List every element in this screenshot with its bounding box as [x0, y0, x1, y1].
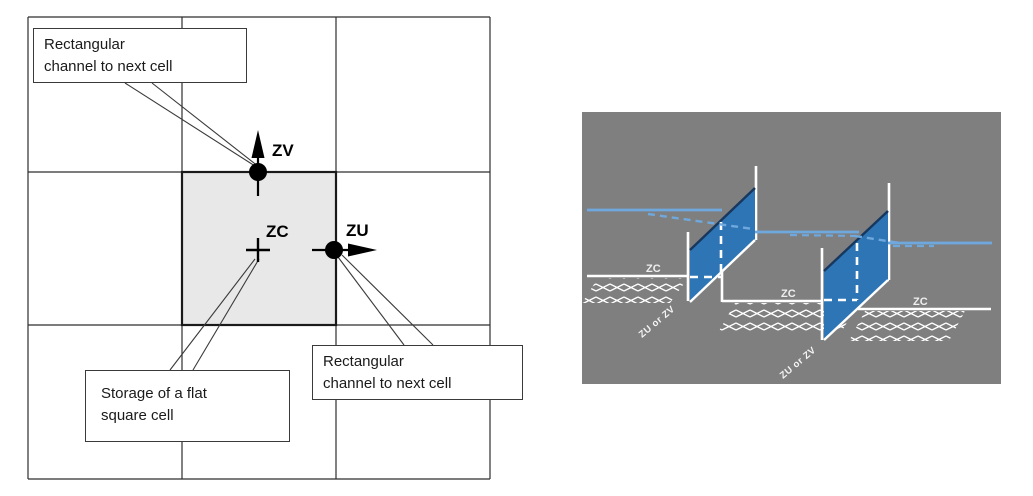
weir2-bottom-edge: [823, 279, 889, 341]
zu-label: ZU: [346, 221, 369, 240]
zc-label-1: ZC: [646, 263, 661, 275]
zv-node: ZV: [249, 130, 294, 196]
leader-bottom-a: [169, 258, 256, 371]
zc-label-3: ZC: [913, 296, 928, 308]
leader-right-a: [337, 256, 405, 346]
callout-storage-cell: Storage of a flat square cell: [85, 370, 290, 442]
zc-label-2: ZC: [781, 288, 796, 300]
zu-node-dot: [325, 241, 343, 259]
leader-top-b: [151, 82, 260, 168]
zc-node: ZC: [246, 222, 289, 262]
callout-rect-channel-right: Rectangular channel to next cell: [312, 345, 523, 400]
weir1-face: [690, 188, 755, 302]
weir1-crest-edge: [689, 187, 756, 251]
leader-top-a: [124, 82, 256, 167]
water-surfaces: [587, 208, 992, 248]
callout-right-line1: Rectangular: [323, 353, 404, 370]
channel-3d-panel: ZC ZC ZC ZU or ZV ZU or ZV: [582, 112, 1001, 384]
zu-node: ZU: [312, 221, 377, 259]
hatch-cell1: [582, 278, 688, 303]
leader-bottom-b: [192, 258, 260, 371]
weir2-crest-edge: [823, 210, 889, 272]
zv-arrow-head: [251, 130, 265, 158]
zc-label: ZC: [266, 222, 289, 241]
zv-node-dot: [249, 163, 267, 181]
hidden-edges: [690, 222, 859, 302]
callout-bottom-line1: Storage of a flat: [101, 385, 207, 402]
leader-right-b: [341, 254, 434, 346]
weir1-bottom-edge: [689, 239, 756, 303]
callout-right-line2: channel to next cell: [323, 375, 452, 392]
callout-top-line1: Rectangular: [44, 36, 125, 53]
zu-arrow-head: [348, 243, 377, 257]
callout-leader-lines: [124, 82, 434, 371]
grid-cell-diagram: ZV ZC ZU: [27, 16, 491, 480]
zv-label: ZV: [272, 141, 294, 160]
water-slope-1-dashed: [647, 212, 754, 231]
panel-background: [582, 112, 1001, 384]
callout-top-line2: channel to next cell: [44, 58, 173, 75]
callout-rect-channel-top: Rectangular channel to next cell: [33, 28, 247, 83]
callout-bottom-line2: square cell: [101, 407, 174, 424]
hatch-cell3: [849, 311, 965, 341]
